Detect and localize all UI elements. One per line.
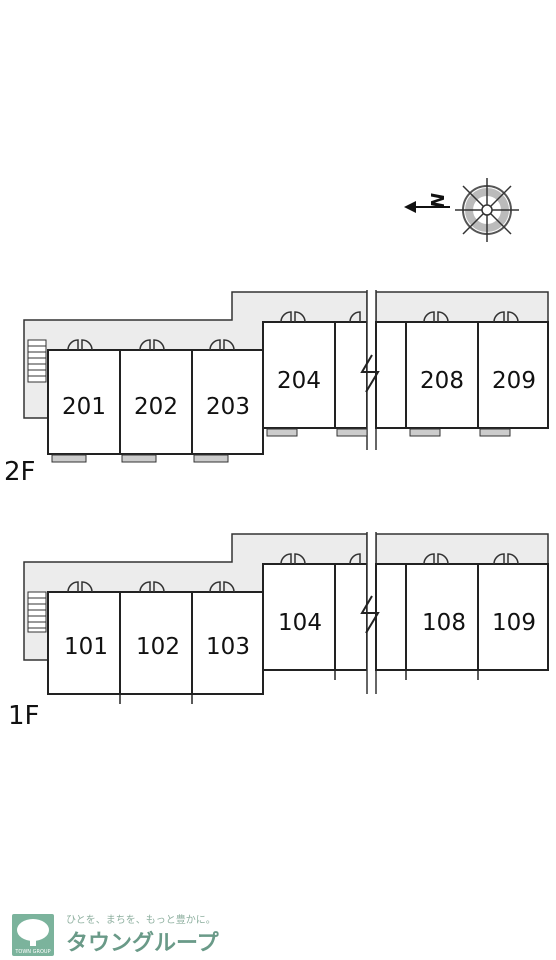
room-202: [119, 349, 193, 455]
room-109: [477, 563, 549, 671]
compass-rose: [455, 178, 519, 242]
door-icons-2f: [67, 311, 519, 351]
logo-name: タウングループ: [66, 930, 220, 956]
logo-tagline: ひとを、まちを、もっと豊かに。: [66, 913, 216, 926]
room-209: [477, 321, 549, 429]
floor-label: 1F: [8, 701, 40, 731]
town-group-logo: TOWN GROUP ひとを、まちを、もっと豊かに。 タウングループ: [12, 913, 220, 956]
room-101: [47, 591, 121, 695]
room-label: 104: [278, 610, 322, 636]
room-gap-1f: [334, 563, 368, 671]
north-arrow-icon: [404, 201, 450, 213]
room-104: [262, 563, 336, 671]
room-label: 102: [136, 634, 180, 660]
room-label: 103: [206, 634, 250, 660]
floor-label: 2F: [4, 457, 36, 487]
room-201: [47, 349, 121, 455]
stairs-2f: [27, 339, 47, 383]
break-mark-1f: [360, 595, 380, 634]
room-label: 201: [62, 394, 106, 420]
north-label: N: [428, 193, 449, 208]
logo-mini-text: TOWN GROUP: [14, 949, 50, 955]
room-204: [262, 321, 336, 429]
room-label: 204: [277, 368, 321, 394]
floor-2f-plan: 201 202 203 204 208 209 2F: [4, 290, 549, 487]
stairs-1f: [27, 591, 47, 633]
room-208: [405, 321, 479, 429]
room-label: 108: [422, 610, 466, 636]
floor-1f-plan: 101 102 103 104 108 109 1F: [8, 532, 549, 731]
room-label: 101: [64, 634, 108, 660]
room-gap-2f: [334, 321, 368, 429]
room-203: [191, 349, 264, 455]
break-mark-2f: [360, 354, 380, 393]
room-label: 209: [492, 368, 536, 394]
room-label: 203: [206, 394, 250, 420]
room-label: 109: [492, 610, 536, 636]
door-icons-1f: [67, 553, 519, 593]
room-label: 208: [420, 368, 464, 394]
room-label: 202: [134, 394, 178, 420]
